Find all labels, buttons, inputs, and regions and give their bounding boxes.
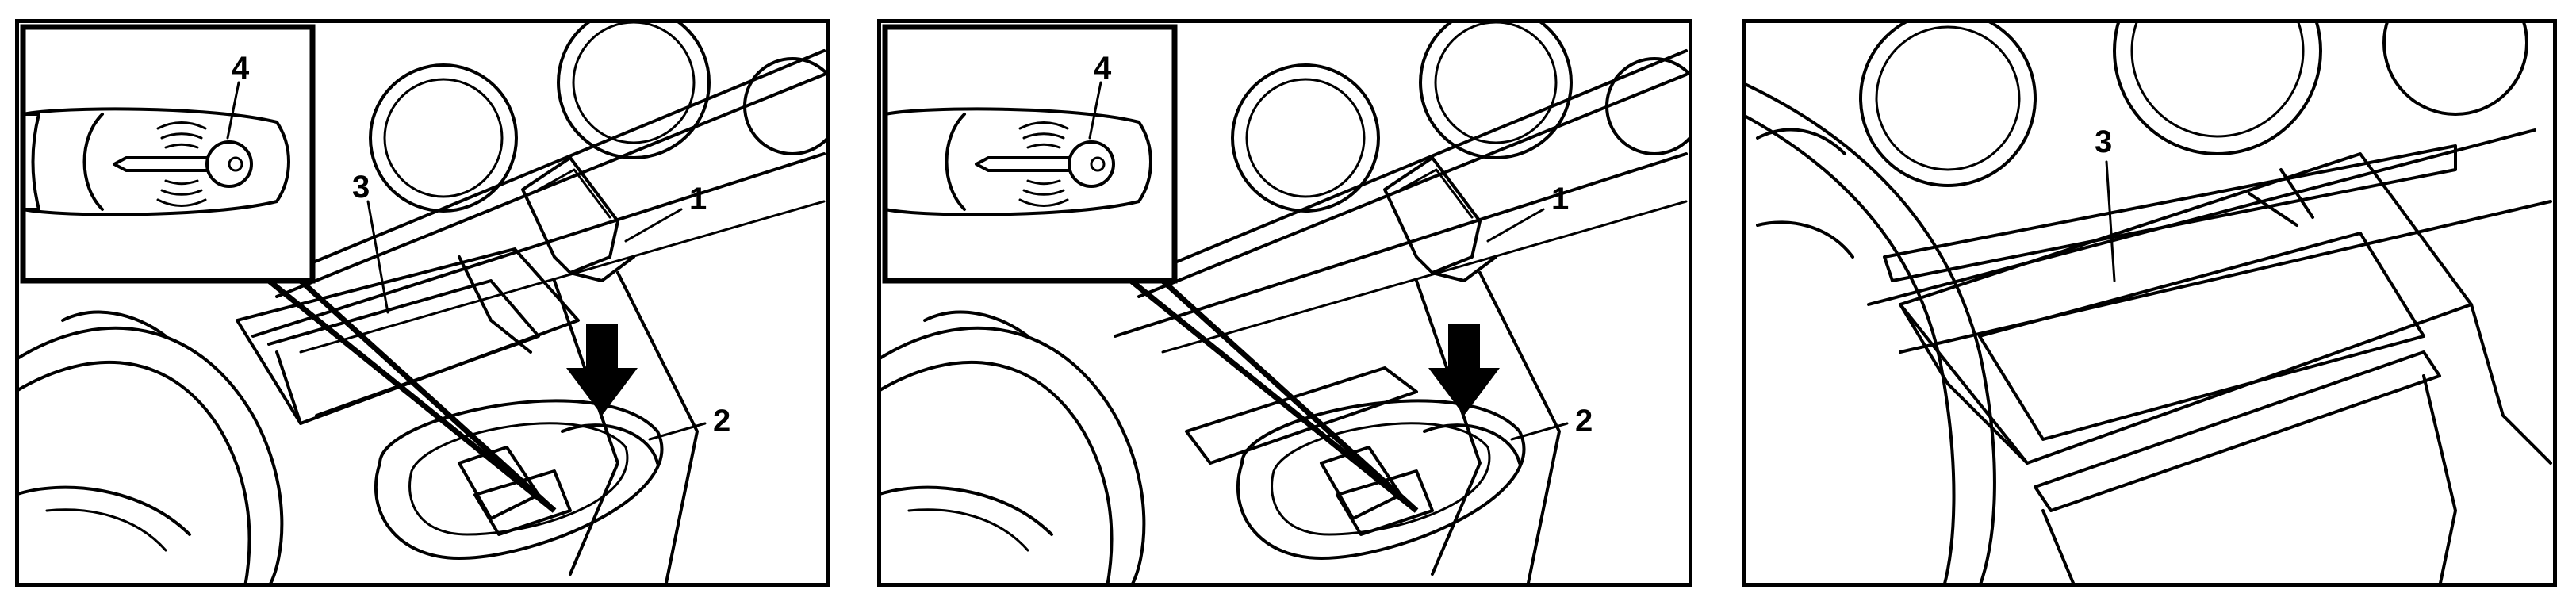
inset-pointer <box>266 278 557 513</box>
smart-key-fob <box>521 156 635 282</box>
closed-compartment <box>1185 366 1418 465</box>
smart-key-fob <box>1383 156 1497 282</box>
steering-wheel <box>877 310 1146 587</box>
dashboard-trim <box>251 49 826 354</box>
steering-wheel <box>1742 81 1996 587</box>
inset-detail <box>20 24 316 284</box>
smart-key-icon <box>113 140 253 188</box>
callout-1: 1 <box>689 182 707 216</box>
callout-3: 3 <box>2095 124 2112 159</box>
panel-2-illustration: 4 1 2 <box>877 19 1692 587</box>
signal-waves-icon <box>156 121 207 207</box>
callout-4: 4 <box>232 51 250 86</box>
insert-arrow-icon <box>1428 324 1500 416</box>
callout-2: 2 <box>713 404 730 439</box>
insert-arrow-icon <box>566 324 638 416</box>
steering-wheel <box>15 310 284 587</box>
signal-waves-icon <box>1018 121 1069 207</box>
lower-console <box>2041 303 2552 587</box>
panel-1-illustration: 4 1 2 3 <box>15 19 830 587</box>
instrument-gauges <box>369 19 830 213</box>
center-console <box>1236 271 1561 587</box>
panel-frame <box>877 19 1692 587</box>
callout-leaders <box>1486 208 1569 441</box>
diagram-panel-3: 3 <box>1742 19 2557 587</box>
storage-compartment <box>236 247 580 425</box>
smart-key-icon <box>975 140 1115 188</box>
inset-detail <box>882 24 1178 284</box>
inset-pointer <box>1129 278 1419 513</box>
callout-1: 1 <box>1551 182 1569 216</box>
callout-3: 3 <box>352 170 370 205</box>
diagram-panel-2: 4 1 2 <box>877 19 1692 587</box>
callout-4: 4 <box>1094 51 1112 86</box>
center-console <box>374 271 699 587</box>
panel-3-illustration: 3 <box>1742 19 2557 587</box>
panel-frame <box>1742 19 2557 587</box>
callout-leaders <box>366 200 707 441</box>
instrument-gauges <box>1231 19 1692 213</box>
dashboard-trim <box>1114 49 1688 354</box>
diagram-panel-1: 4 1 2 3 <box>15 19 830 587</box>
panel-frame <box>15 19 830 587</box>
instrument-gauges <box>1859 19 2528 187</box>
callout-leader <box>2105 160 2116 282</box>
callout-2: 2 <box>1575 404 1593 439</box>
